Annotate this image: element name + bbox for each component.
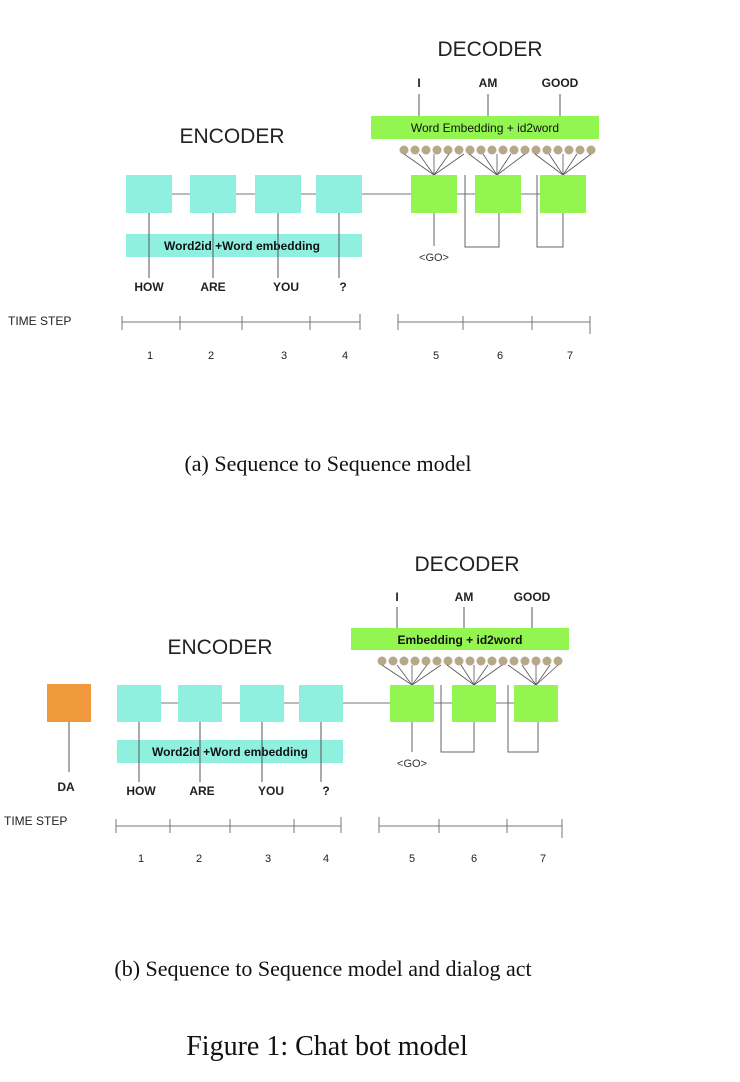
feedback-loop: [464, 175, 500, 248]
decoder-cell: [452, 685, 496, 722]
feedback-loop: [507, 685, 539, 753]
time-step-number: 7: [567, 350, 573, 362]
decoder-cell: [540, 175, 586, 213]
decoder-cell: [390, 685, 434, 722]
go-token: <GO>: [419, 252, 449, 264]
vocab-dots: [399, 145, 596, 155]
encoder-input-word: HOW: [126, 784, 156, 798]
time-step-label: TIME STEP: [4, 814, 67, 828]
subfigure-caption: (b) Sequence to Sequence model and dialo…: [114, 956, 531, 981]
decoder-title: DECODER: [437, 38, 542, 61]
encoder-cell: [178, 685, 222, 722]
encoder-embedding-bar: [117, 740, 343, 763]
decoder-output-word: AM: [479, 76, 498, 90]
time-step-number: 7: [540, 853, 546, 865]
decoder-output-word: I: [417, 76, 420, 90]
dialog-act-label: DA: [57, 780, 75, 794]
encoder-input-word: ARE: [200, 280, 225, 294]
panel-b: DECODER ENCODER I AM GOOD Embedding + id…: [4, 553, 569, 981]
time-step-number: 1: [138, 853, 144, 865]
decoder-cell: [475, 175, 521, 213]
time-step-number: 1: [147, 350, 153, 362]
time-step-number: 5: [433, 350, 439, 362]
encoder-cell: [117, 685, 161, 722]
encoder-cell: [240, 685, 284, 722]
time-axis-decoder: [397, 314, 591, 334]
time-axis-encoder: [115, 817, 342, 833]
input-connectors: [148, 213, 340, 278]
panel-a: DECODER ENCODER I AM GOOD Word Embedding…: [8, 38, 599, 476]
decoder-output-word: GOOD: [514, 590, 551, 604]
encoder-input-word: ARE: [189, 784, 214, 798]
decoder-embedding-bar: [351, 628, 569, 650]
time-step-number: 5: [409, 853, 415, 865]
dialog-act-cell: [47, 684, 91, 722]
encoder-input-word: HOW: [134, 280, 164, 294]
decoder-output-word: I: [395, 590, 398, 604]
fan-lines: [403, 153, 592, 176]
encoder-cell: [255, 175, 301, 213]
decoder-embedding-label: Word Embedding + id2word: [411, 121, 559, 135]
decoder-embedding-label: Embedding + id2word: [397, 633, 522, 647]
encoder-input-word: YOU: [273, 280, 299, 294]
decoder-title: DECODER: [414, 553, 519, 576]
decoder-output-word: AM: [455, 590, 474, 604]
decoder-output-word: GOOD: [542, 76, 579, 90]
vocab-dots: [377, 656, 563, 666]
time-step-number: 4: [342, 350, 348, 362]
time-step-number: 3: [265, 853, 271, 865]
encoder-embedding-label: Word2id +Word embedding: [164, 239, 320, 253]
fan-lines: [381, 664, 559, 686]
time-step-number: 3: [281, 350, 287, 362]
encoder-cell: [299, 685, 343, 722]
encoder-embedding-label: Word2id +Word embedding: [152, 745, 308, 759]
encoder-title: ENCODER: [167, 636, 272, 659]
encoder-input-word: ?: [322, 784, 329, 798]
time-step-label: TIME STEP: [8, 314, 71, 328]
time-step-number: 2: [208, 350, 214, 362]
encoder-input-word: YOU: [258, 784, 284, 798]
encoder-embedding-bar: [126, 234, 362, 257]
encoder-cell: [316, 175, 362, 213]
input-connectors: [138, 722, 322, 782]
decoder-cell: [514, 685, 558, 722]
time-step-number: 4: [323, 853, 329, 865]
encoder-input-word: ?: [339, 280, 346, 294]
time-step-number: 6: [471, 853, 477, 865]
figure-caption: Figure 1: Chat bot model: [186, 1031, 468, 1062]
go-token: <GO>: [397, 758, 427, 770]
encoder-cell: [190, 175, 236, 213]
time-step-number: 6: [497, 350, 503, 362]
encoder-cell: [126, 175, 172, 213]
decoder-embedding-bar: [371, 116, 599, 139]
time-axis-decoder: [378, 817, 563, 838]
time-step-number: 2: [196, 853, 202, 865]
time-axis-encoder: [121, 314, 361, 330]
feedback-loop: [536, 175, 564, 248]
decoder-cell: [411, 175, 457, 213]
feedback-loop: [440, 685, 475, 753]
subfigure-caption: (a) Sequence to Sequence model: [184, 451, 471, 476]
encoder-title: ENCODER: [179, 125, 284, 148]
